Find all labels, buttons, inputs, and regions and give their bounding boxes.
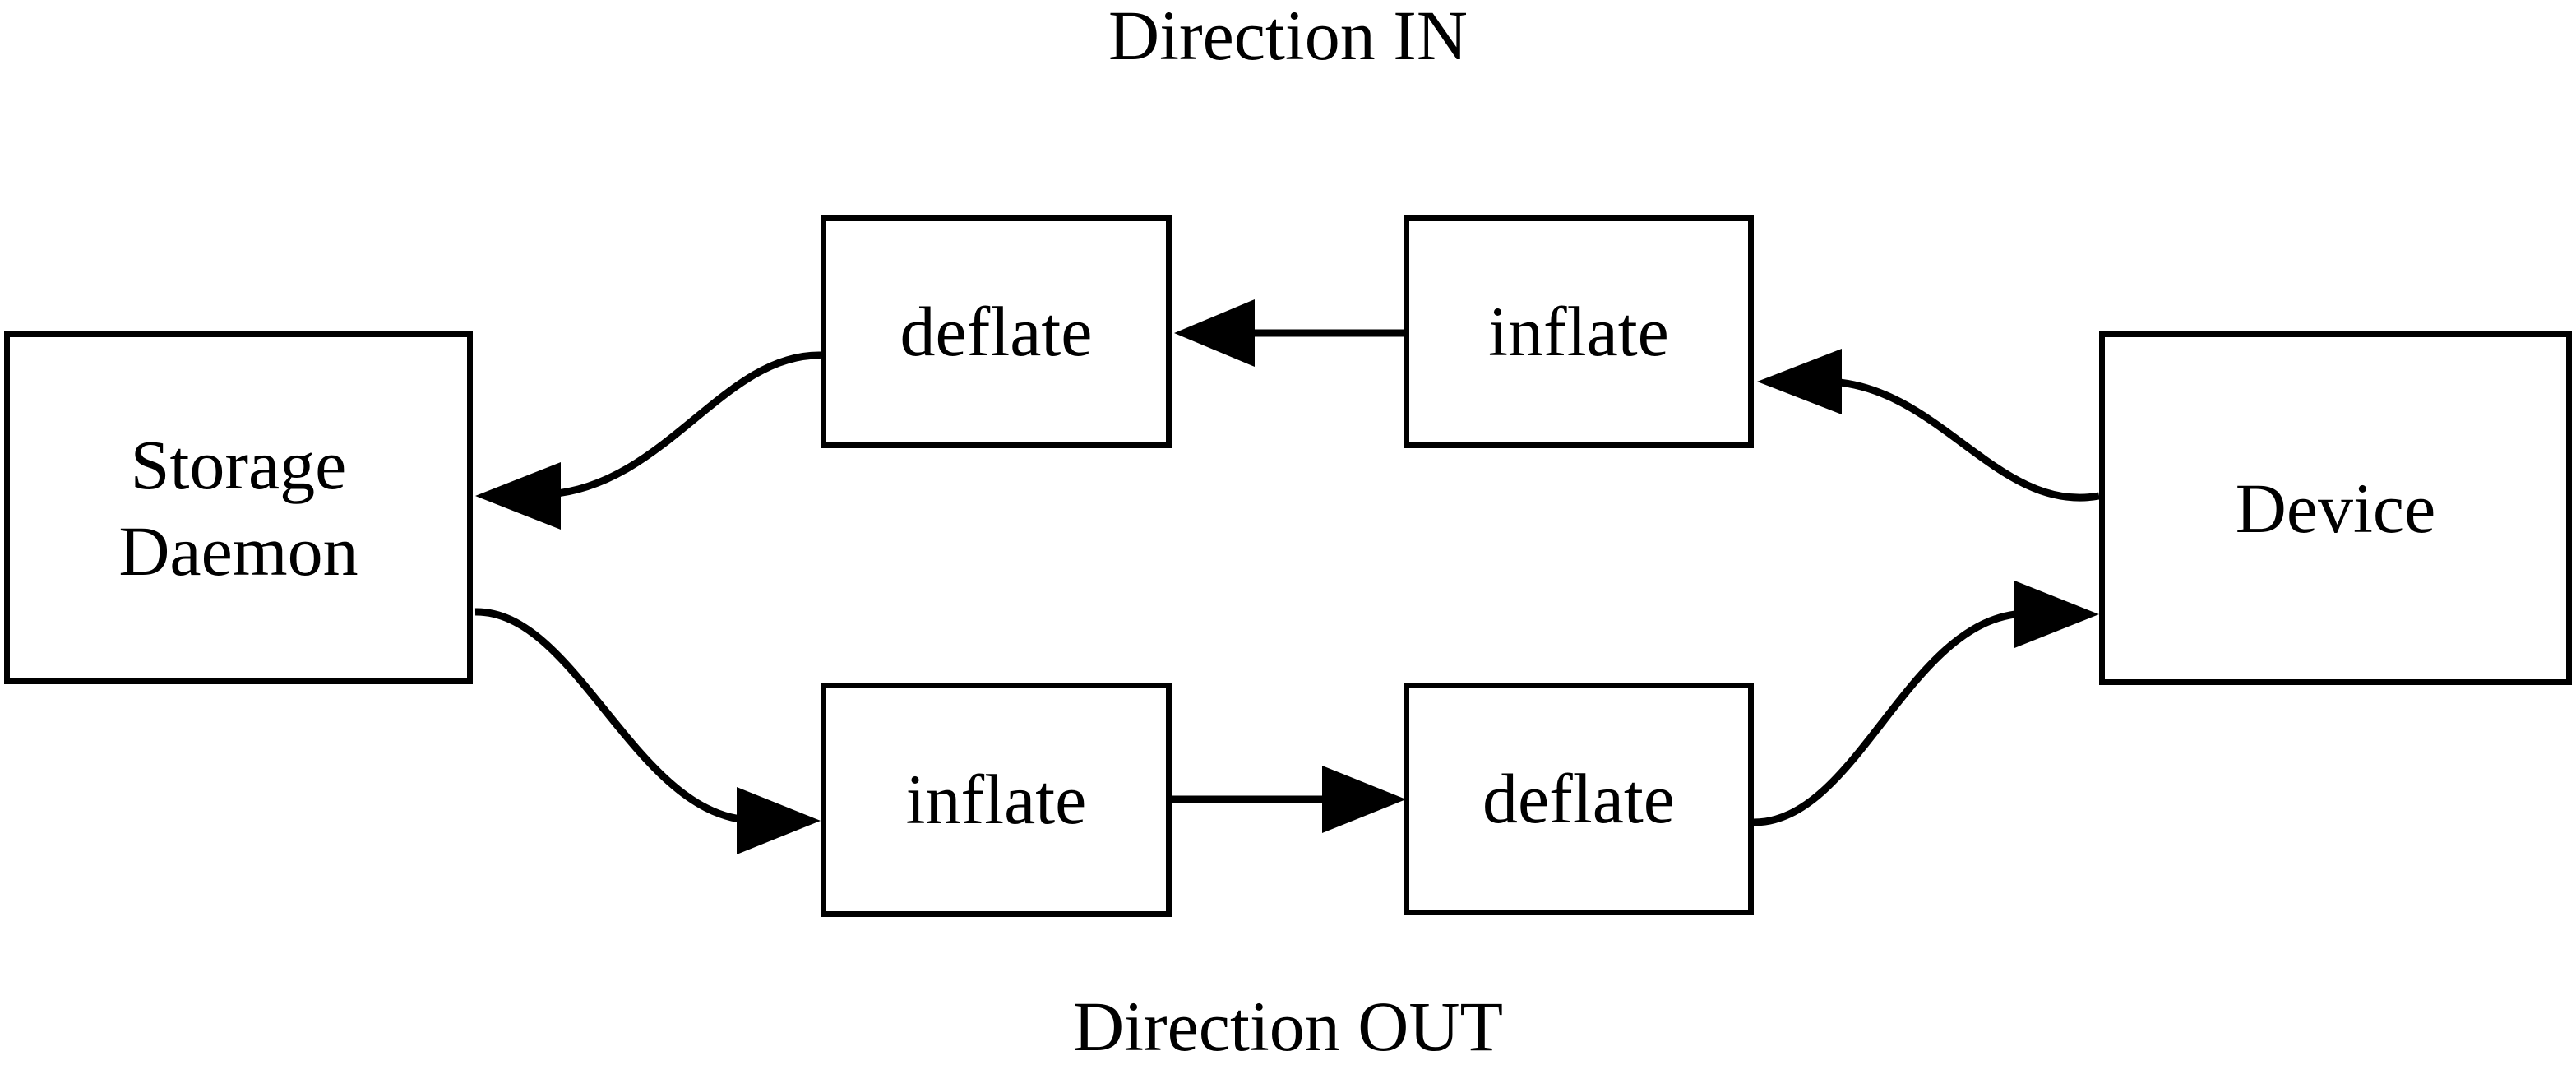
- node-inflate-in[interactable]: inflate: [1404, 215, 1754, 448]
- edge-path: [1829, 377, 2100, 502]
- arrowhead-right: [1322, 766, 1406, 833]
- node-deflate-in-label: deflate: [900, 292, 1093, 372]
- edge-deflate-in-to-storage-daemon: [475, 351, 821, 530]
- edge-path: [1753, 609, 2025, 826]
- edge-deflate-out-to-device: [1753, 581, 2099, 826]
- node-deflate-out[interactable]: deflate: [1404, 683, 1754, 915]
- direction-in-label: Direction IN: [1108, 0, 1468, 75]
- node-device[interactable]: Device: [2099, 331, 2572, 685]
- direction-out-label: Direction OUT: [1072, 987, 1503, 1066]
- arrowhead-left: [475, 462, 561, 530]
- edge-storage-daemon-to-inflate-out: [474, 608, 821, 854]
- edge-path: [474, 608, 747, 824]
- node-storage-daemon[interactable]: Storage Daemon: [4, 331, 473, 684]
- arrowhead-left: [1757, 349, 1842, 414]
- node-inflate-out[interactable]: inflate: [821, 683, 1172, 917]
- edge-device-to-inflate-in: [1757, 349, 2100, 502]
- arrowhead-left: [1174, 299, 1255, 367]
- node-storage-daemon-label-line2: Daemon: [118, 511, 358, 590]
- node-inflate-in-label: inflate: [1488, 292, 1669, 372]
- edge-inflate-out-to-deflate-out: [1172, 766, 1406, 833]
- node-deflate-in[interactable]: deflate: [821, 215, 1172, 448]
- node-storage-daemon-label-line1: Storage: [130, 424, 347, 504]
- node-inflate-out-label: inflate: [905, 760, 1087, 840]
- edge-path: [548, 351, 821, 498]
- arrowhead-right: [737, 787, 821, 854]
- node-device-label: Device: [2235, 468, 2436, 548]
- edge-inflate-in-to-deflate-in: [1174, 299, 1404, 367]
- arrowhead-right: [2014, 581, 2099, 648]
- node-deflate-out-label: deflate: [1482, 759, 1675, 839]
